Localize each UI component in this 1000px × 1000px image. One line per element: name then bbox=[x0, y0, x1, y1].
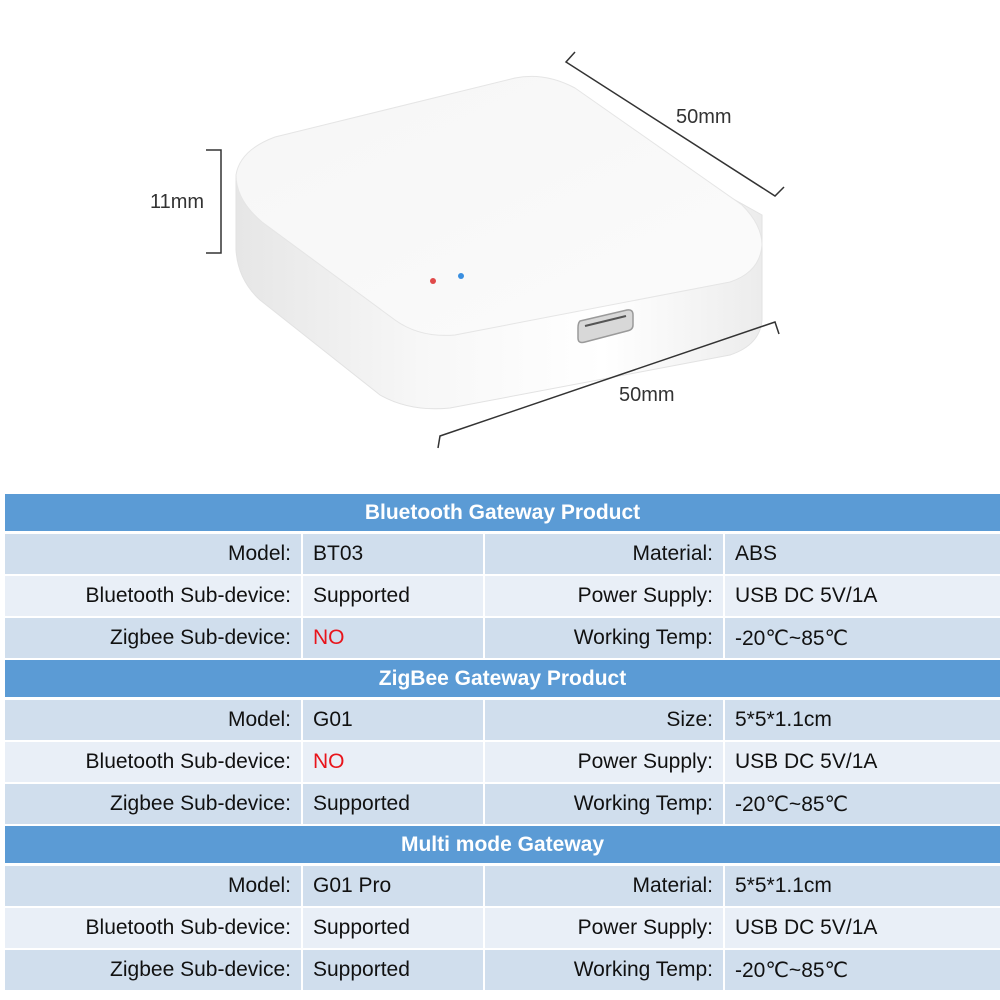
section-header: Bluetooth Gateway Product bbox=[5, 494, 1000, 534]
product-image-area: 11mm 50mm 50mm bbox=[0, 0, 1000, 480]
spec-label: Material: bbox=[485, 866, 725, 906]
blue-led-icon bbox=[458, 273, 464, 279]
spec-value: 5*5*1.1cm bbox=[735, 874, 832, 897]
spec-value: NO bbox=[303, 618, 485, 658]
spec-label: Model: bbox=[5, 866, 303, 906]
spec-label: Zigbee Sub-device: bbox=[5, 950, 303, 990]
height-dimension-label: 11mm bbox=[150, 191, 205, 213]
spec-value: -20℃~85℃ bbox=[735, 958, 849, 982]
spec-value: -20℃~85℃ bbox=[735, 792, 849, 816]
spec-label: Working Temp: bbox=[485, 618, 725, 658]
spec-label: Working Temp: bbox=[485, 950, 725, 990]
spec-label: Bluetooth Sub-device: bbox=[5, 908, 303, 948]
spec-label: Zigbee Sub-device: bbox=[5, 784, 303, 824]
spec-label: Working Temp: bbox=[485, 784, 725, 824]
section-header: ZigBee Gateway Product bbox=[5, 660, 1000, 700]
spec-label: Power Supply: bbox=[485, 576, 725, 616]
spec-label: Model: bbox=[5, 700, 303, 740]
red-led-icon bbox=[430, 278, 436, 284]
spec-value: Supported bbox=[303, 576, 485, 616]
spec-label: Power Supply: bbox=[485, 742, 725, 782]
width-dimension-label: 50mm bbox=[619, 384, 675, 406]
spec-label: Zigbee Sub-device: bbox=[5, 618, 303, 658]
spec-label: Material: bbox=[485, 534, 725, 574]
spec-label: Size: bbox=[485, 700, 725, 740]
spec-value: USB DC 5V/1A bbox=[735, 750, 878, 773]
spec-value: G01 bbox=[303, 700, 485, 740]
spec-value: G01 Pro bbox=[303, 866, 485, 906]
spec-value: USB DC 5V/1A bbox=[735, 584, 878, 607]
gateway-device-illustration bbox=[206, 51, 785, 449]
spec-label: Bluetooth Sub-device: bbox=[5, 742, 303, 782]
spec-value: 5*5*1.1cm bbox=[735, 708, 832, 731]
spec-value: -20℃~85℃ bbox=[735, 626, 849, 650]
depth-dimension-label: 50mm bbox=[676, 106, 732, 128]
spec-value: ABS bbox=[735, 542, 778, 565]
spec-value: BT03 bbox=[303, 534, 485, 574]
spec-value: NO bbox=[303, 742, 485, 782]
spec-label: Model: bbox=[5, 534, 303, 574]
section-header: Multi mode Gateway bbox=[5, 826, 1000, 866]
spec-value: Supported bbox=[303, 908, 485, 948]
spec-label: Power Supply: bbox=[485, 908, 725, 948]
spec-value: Supported bbox=[303, 784, 485, 824]
spec-value: Supported bbox=[303, 950, 485, 990]
spec-value: USB DC 5V/1A bbox=[735, 916, 878, 939]
spec-label: Bluetooth Sub-device: bbox=[5, 576, 303, 616]
